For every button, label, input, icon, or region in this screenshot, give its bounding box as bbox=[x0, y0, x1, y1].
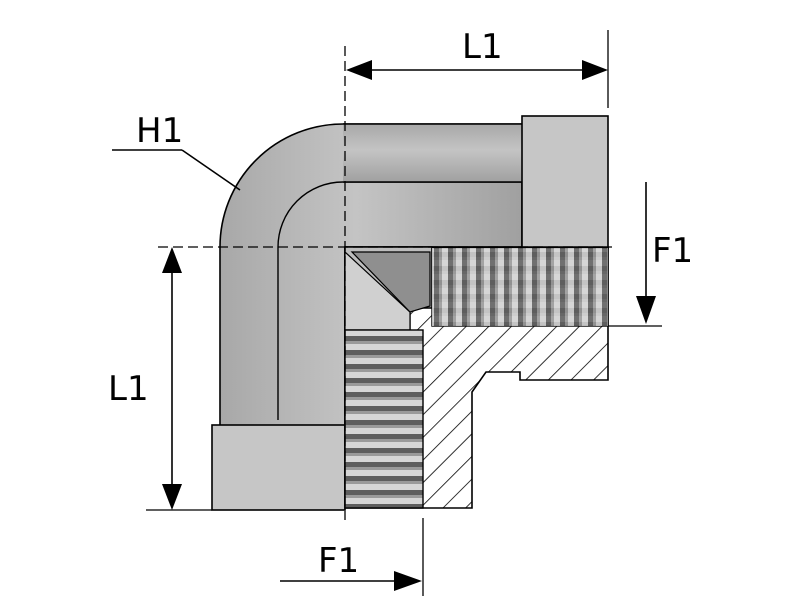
f1-bottom-label: F1 bbox=[318, 541, 359, 581]
h1-label: H1 bbox=[136, 111, 183, 151]
f1-bottom-arrow: F1 bbox=[280, 541, 422, 591]
l1-top-label: L1 bbox=[462, 27, 503, 67]
right-hex-cap bbox=[521, 115, 609, 249]
l1-top-dimension: L1 bbox=[346, 27, 608, 80]
f1-right-arrow: F1 bbox=[636, 182, 693, 324]
f1-right-label: F1 bbox=[652, 231, 693, 271]
elbow-inner-contour bbox=[277, 181, 522, 420]
h1-leader: H1 bbox=[112, 111, 241, 191]
bottom-hex-cap bbox=[211, 424, 346, 511]
bore-cone-shadow bbox=[350, 251, 431, 313]
l1-left-label: L1 bbox=[108, 369, 149, 409]
l1-left-dimension: L1 bbox=[108, 247, 182, 510]
horizontal-arm-upper bbox=[343, 124, 522, 182]
bottom-port-thread bbox=[344, 329, 424, 509]
